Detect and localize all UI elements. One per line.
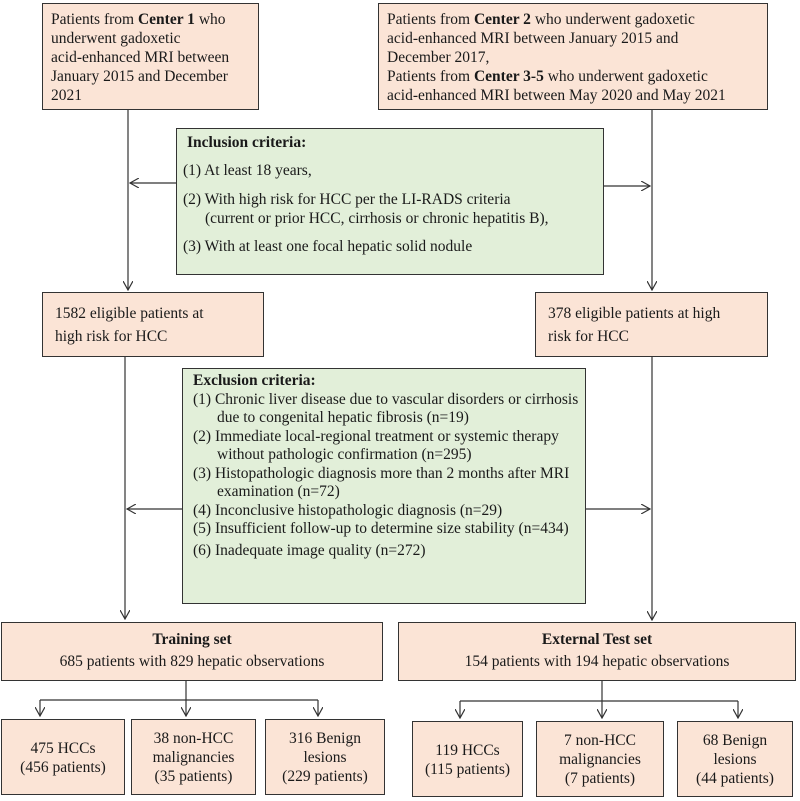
test-outcome-non-hcc-line1: 7 non-HCC <box>564 732 636 749</box>
center2-l1-post: who underwent gadoxetic <box>530 11 695 28</box>
center2-line1: Patients from Center 2 who underwent gad… <box>387 10 759 29</box>
test-outcome-hcc-line2: (115 patients) <box>424 761 511 778</box>
train-outcome-hcc: 475 HCCs (456 patients) <box>1 719 125 795</box>
train-outcome-hcc-line1: 475 HCCs <box>30 740 96 757</box>
exclusion-item-5: (5) Insufficient follow-up to determine … <box>193 520 569 537</box>
center2-line2: acid-enhanced MRI between January 2015 a… <box>387 30 679 47</box>
train-outcome-benign-line3: (229 patients) <box>282 768 368 785</box>
center1-post: who <box>194 11 226 28</box>
center1-line4: January 2015 and December <box>51 68 228 85</box>
center1-line1: Patients from Center 1 who <box>51 10 250 29</box>
eligible-right-line1: 378 eligible patients at high <box>548 305 721 322</box>
test-outcome-non-hcc-line3: (7 patients) <box>564 770 636 787</box>
train-outcome-benign: 316 Benign lesions (229 patients) <box>265 719 385 795</box>
inclusion-item-2a: (2) With high risk for HCC per the LI-RA… <box>183 191 511 208</box>
inclusion-item-2b: (current or prior HCC, cirrhosis or chro… <box>205 210 549 227</box>
exclusion-item-1: (1) Chronic liver disease due to vascula… <box>193 390 579 427</box>
test-outcome-hcc: 119 HCCs (115 patients) <box>412 721 523 797</box>
training-set-desc: 685 patients with 829 hepatic observatio… <box>59 653 325 670</box>
center2-line4: Patients from Center 3-5 who underwent g… <box>387 67 759 86</box>
center2-l4-bold: Center 3-5 <box>473 68 544 85</box>
center2-box: Patients from Center 2 who underwent gad… <box>378 3 768 110</box>
test-outcome-benign-line1: 68 Benign <box>702 732 768 749</box>
test-outcome-benign-line3: (44 patients) <box>696 770 774 787</box>
exclusion-item-3: (3) Histopathologic diagnosis more than … <box>193 464 570 501</box>
center1-line2: underwent gadoxetic <box>51 30 181 47</box>
test-outcome-hcc-line1: 119 HCCs <box>435 742 500 759</box>
inclusion-criteria-box: Inclusion criteria: (1) At least 18 year… <box>176 128 604 275</box>
center1-line3: acid-enhanced MRI between <box>51 49 230 66</box>
center2-l1-pre: Patients from <box>387 11 474 28</box>
exclusion-item-4: (4) Inconclusive histopathologic diagnos… <box>193 501 503 519</box>
center1-pre: Patients from <box>51 11 138 28</box>
train-outcome-non-hcc-line1: 38 non-HCC <box>153 730 234 747</box>
training-set-box: Training set 685 patients with 829 hepat… <box>1 622 383 681</box>
train-outcome-non-hcc-line3: (35 patients) <box>154 768 233 785</box>
test-outcome-benign-line2: lesions <box>713 751 757 768</box>
eligible-left-line2: high risk for HCC <box>55 328 168 345</box>
center2-line3: December 2017, <box>387 49 490 66</box>
center1-bold: Center 1 <box>137 11 195 28</box>
inclusion-item-3: (3) With at least one focal hepatic soli… <box>183 238 473 255</box>
train-outcome-non-hcc-line2: malignancies <box>152 749 235 766</box>
test-outcome-non-hcc: 7 non-HCC malignancies (7 patients) <box>536 721 664 797</box>
external-test-set-desc: 154 patients with 194 hepatic observatio… <box>464 653 730 670</box>
center2-line5: acid-enhanced MRI between May 2020 and M… <box>387 87 726 104</box>
inclusion-item-1: (1) At least 18 years, <box>183 162 312 179</box>
exclusion-title: Exclusion criteria: <box>193 372 316 389</box>
training-set-title: Training set <box>152 631 232 648</box>
test-outcome-benign: 68 Benign lesions (44 patients) <box>677 721 793 797</box>
inclusion-title: Inclusion criteria: <box>187 134 307 151</box>
eligible-right-box: 378 eligible patients at high risk for H… <box>535 292 768 357</box>
exclusion-criteria-box: Exclusion criteria: (1) Chronic liver di… <box>182 368 586 604</box>
external-test-set-box: External Test set 154 patients with 194 … <box>398 622 796 681</box>
external-test-set-title: External Test set <box>541 631 653 648</box>
exclusion-item-6: (6) Inadequate image quality (n=272) <box>193 541 426 559</box>
center2-l4-post: who underwent gadoxetic <box>543 68 708 85</box>
eligible-left-box: 1582 eligible patients at high risk for … <box>42 292 264 357</box>
test-outcome-non-hcc-line2: malignancies <box>559 751 641 768</box>
train-outcome-non-hcc: 38 non-HCC malignancies (35 patients) <box>131 719 256 795</box>
center1-box: Patients from Center 1 who underwent gad… <box>42 3 259 110</box>
center1-line5: 2021 <box>51 87 82 104</box>
eligible-right-line2: risk for HCC <box>548 328 629 345</box>
exclusion-item-2: (2) Immediate local-regional treatment o… <box>193 427 559 464</box>
center2-l4-pre: Patients from <box>387 68 474 85</box>
train-outcome-benign-line2: lesions <box>303 749 347 766</box>
train-outcome-benign-line1: 316 Benign <box>289 730 361 747</box>
center2-l1-bold: Center 2 <box>473 11 531 28</box>
eligible-left-line1: 1582 eligible patients at <box>55 305 204 322</box>
train-outcome-hcc-line2: (456 patients) <box>20 759 106 776</box>
